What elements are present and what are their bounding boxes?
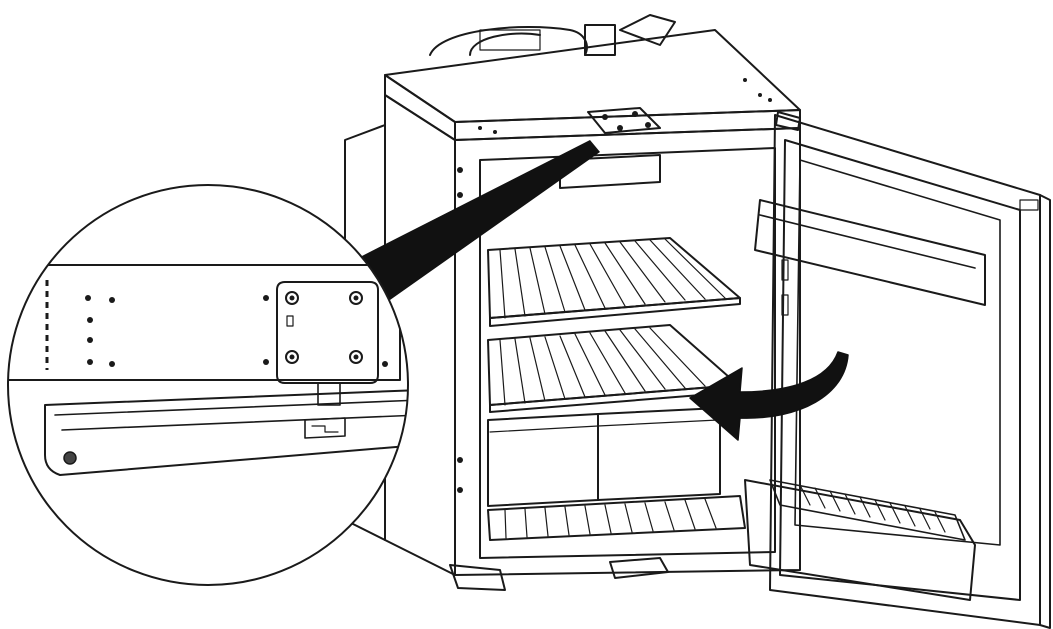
crisper-bins <box>487 407 721 507</box>
door-bin-bottom <box>744 479 976 601</box>
magnifier-wedge-icon <box>358 140 600 300</box>
door-top-rail-detail <box>44 389 408 476</box>
top-hinge-plate <box>587 107 661 134</box>
cabinet-top <box>384 29 801 141</box>
hinge-detail-magnifier <box>7 184 409 586</box>
crisper-bin-left <box>487 413 599 507</box>
door-shelf-top <box>754 199 986 306</box>
refrigerator-door <box>744 111 1051 629</box>
curved-arrow-icon <box>689 351 849 441</box>
cabinet-front-frame <box>384 94 801 576</box>
bottom-grille <box>487 495 746 541</box>
lower-shelf <box>487 324 739 413</box>
interior-compartment <box>479 147 776 559</box>
crisper-bin-right <box>597 407 721 501</box>
hinge-plate-detail <box>276 281 379 384</box>
compressor-unit <box>429 14 676 56</box>
cabinet-feet <box>449 557 669 591</box>
upper-shelf <box>487 237 741 327</box>
